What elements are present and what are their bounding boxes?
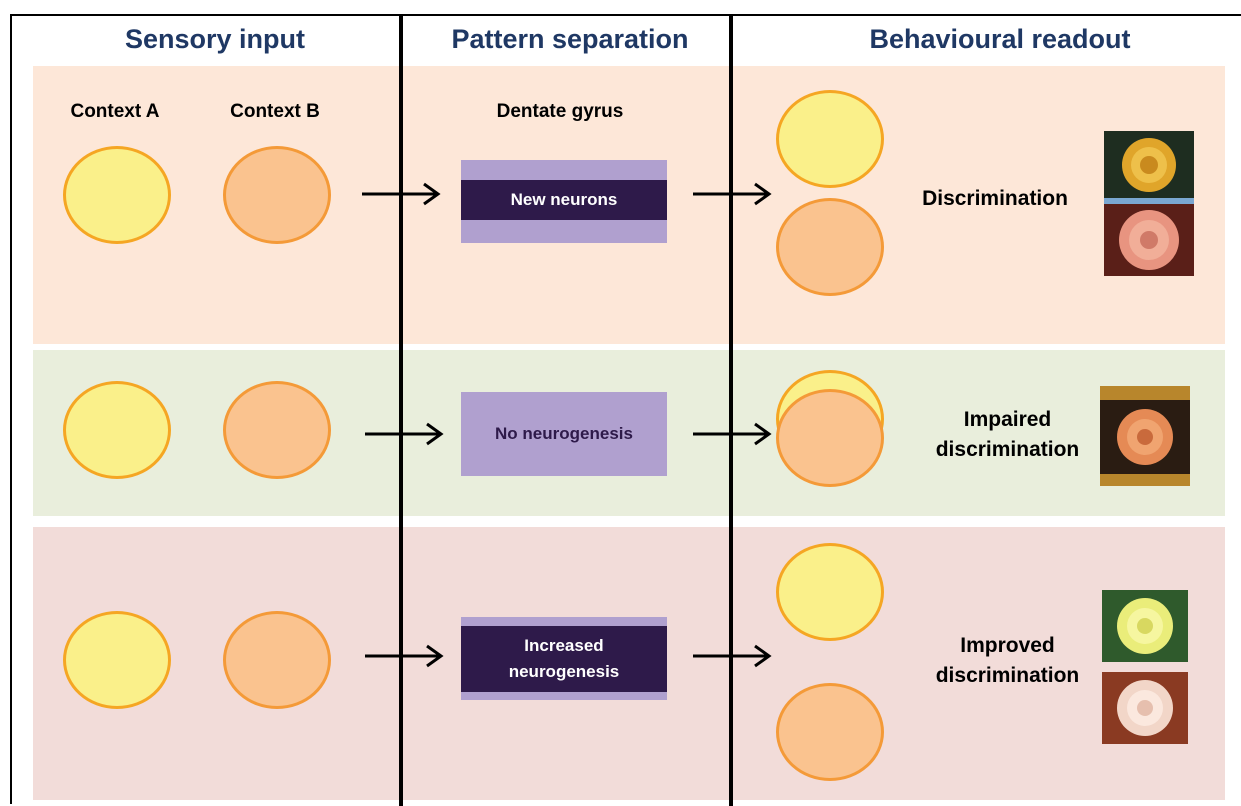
increased-neurogenesis-line-1: Increased [524,636,604,655]
label-context-b: Context B [230,101,320,122]
right-arrow-icon [693,422,772,446]
rose-photo-pink [1104,204,1194,276]
new-neurons-label: New neurons [510,190,618,209]
rose-photo-yellow [1104,131,1194,198]
new-neurons-box: New neurons [461,180,667,220]
readout-line-1: Improved [960,634,1055,657]
readout-discrimination: Discrimination [922,187,1068,210]
context-b-ellipse [223,611,331,709]
rose-photo-peach [1100,386,1190,486]
figure-frame [10,14,1241,804]
readout-context-b-ellipse [776,198,884,296]
no-neurogenesis-label: No neurogenesis [495,424,633,443]
readout-context-b-ellipse [776,683,884,781]
readout-line-1: Impaired [963,408,1052,431]
context-b-ellipse [223,146,331,244]
rose-photo-white [1102,672,1188,744]
context-a-ellipse [63,381,171,479]
right-arrow-icon [362,182,441,206]
context-b-ellipse [223,381,331,479]
readout-improved-discrimination: Improved discrimination [925,631,1090,691]
right-arrow-icon [693,182,772,206]
context-a-ellipse [63,146,171,244]
label-context-a: Context A [70,101,160,122]
header-behavioural-readout: Behavioural readout [869,24,1131,54]
increased-neurogenesis-box: Increased neurogenesis [461,626,667,692]
readout-line-2: discrimination [935,438,1080,461]
rose-photo-pink [1104,198,1194,204]
readout-impaired-discrimination: Impaired discrimination [925,405,1090,465]
rose-photo-yellow-light [1102,590,1188,662]
right-arrow-icon [365,644,444,668]
readout-context-a-ellipse [776,90,884,188]
divider-right [729,16,733,806]
no-neurogenesis-box: No neurogenesis [461,392,667,476]
header-sensory-input: Sensory input [124,24,306,54]
label-dentate-gyrus: Dentate gyrus [496,101,624,122]
header-pattern-separation: Pattern separation [451,24,689,54]
right-arrow-icon [693,644,772,668]
divider-left [399,16,403,806]
increased-neurogenesis-line-2: neurogenesis [508,662,620,681]
readout-context-a-ellipse [776,543,884,641]
right-arrow-icon [365,422,444,446]
context-a-ellipse [63,611,171,709]
readout-line-2: discrimination [935,664,1080,687]
readout-context-b-ellipse [776,389,884,487]
